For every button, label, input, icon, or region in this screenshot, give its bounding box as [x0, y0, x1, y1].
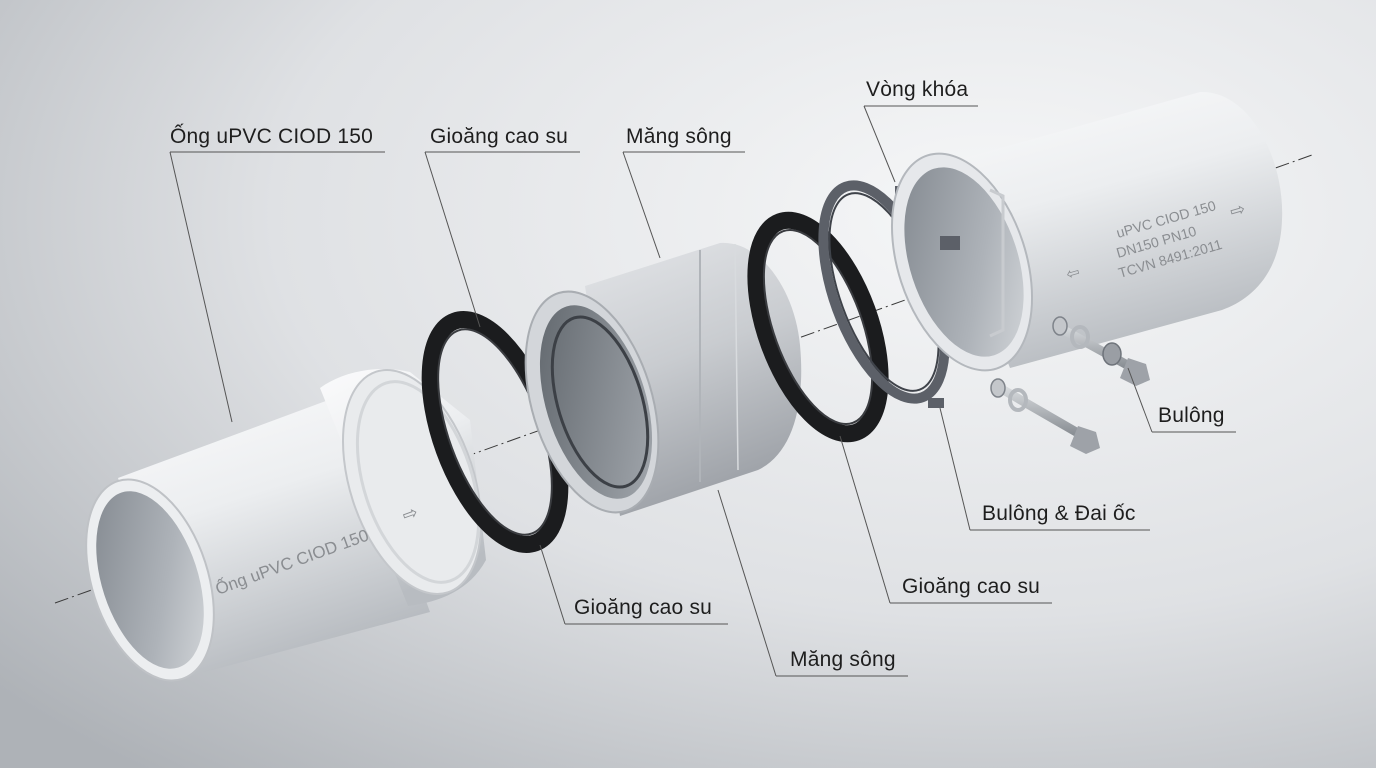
label-gasket-right: Gioăng cao su	[902, 575, 1041, 598]
label-pipe-left: Ống uPVC CIOD 150	[170, 125, 373, 148]
label-coupling-bottom: Măng sông	[790, 648, 896, 671]
left-arrow-icon: ⇨	[400, 502, 421, 526]
right-rubber-gasket	[747, 211, 889, 443]
right-pipe: uPVC CIOD 150 DN150 PN10 TCVN 8491:2011 …	[890, 91, 1283, 372]
label-lock-ring: Vòng khóa	[866, 78, 969, 101]
leader-lines	[169, 105, 1236, 677]
coupling	[524, 242, 802, 517]
label-gasket-top: Gioăng cao su	[430, 125, 569, 148]
right-arrow-icon: ⇨	[1228, 198, 1248, 221]
left-arrow-icon-2: ⇦	[1064, 264, 1082, 284]
label-gasket-bottom: Gioăng cao su	[574, 596, 713, 619]
label-bolt: Bulông	[1158, 404, 1225, 427]
label-bolt-nut: Bulông & Đai ốc	[982, 502, 1136, 525]
left-pipe: Ống uPVC CIOD 150 ⇨	[85, 368, 486, 682]
bolt-lower	[990, 378, 1100, 454]
label-coupling-top: Măng sông	[626, 125, 732, 148]
bolt-upper	[1052, 316, 1150, 386]
